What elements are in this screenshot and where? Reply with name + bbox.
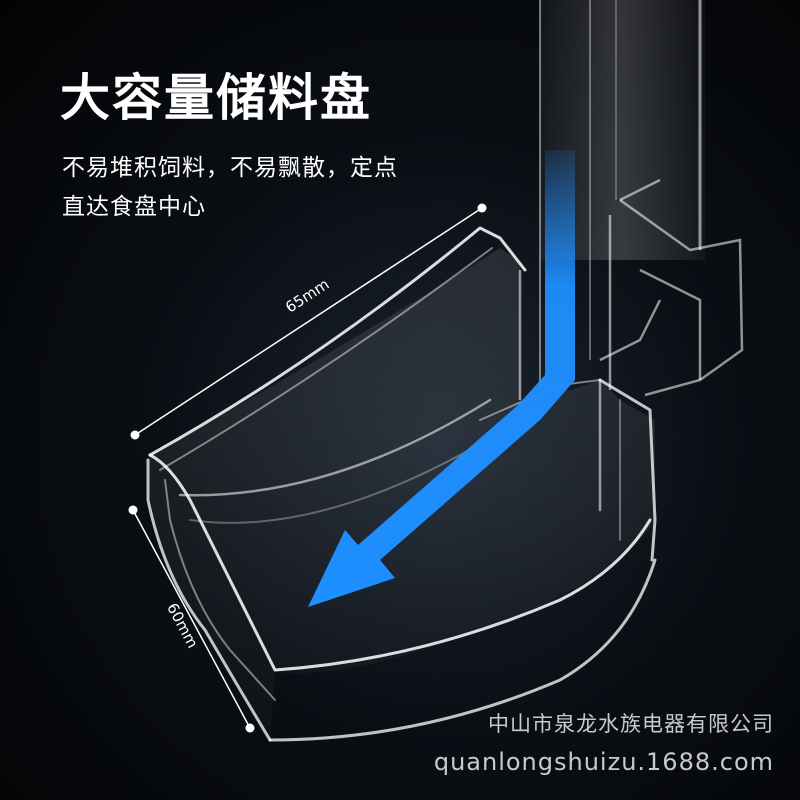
description-line-1: 不易堆积饲料，不易飘散，定点 <box>62 155 398 181</box>
watermark-company: 中山市泉龙水族电器有限公司 <box>488 712 774 736</box>
arrow-down-left-icon <box>308 150 575 607</box>
description-line-2: 直达食盘中心 <box>62 194 206 220</box>
watermark-site: quanlongshuizu.1688.com <box>433 748 774 776</box>
storage-tray <box>146 226 657 742</box>
headline: 大容量储料盘 <box>60 69 372 127</box>
